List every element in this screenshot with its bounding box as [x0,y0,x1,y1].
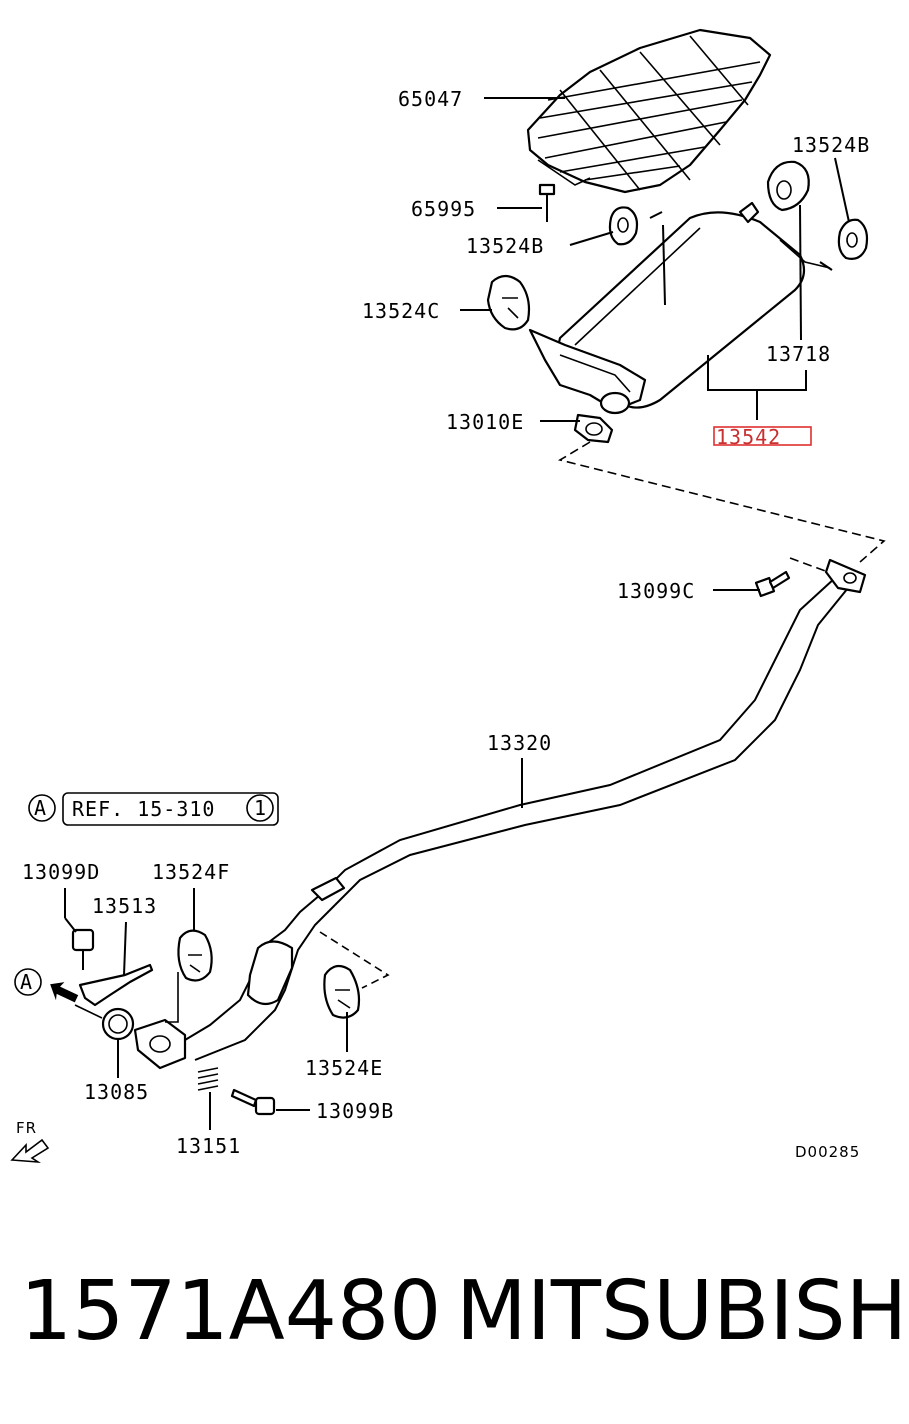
label-13513: 13513 [92,894,157,918]
bolt-65995 [538,183,556,222]
label-13718: 13718 [766,342,831,366]
label-13151: 13151 [176,1134,241,1158]
ring-13085 [101,1007,135,1041]
bolt-13099C [754,570,791,598]
spring-13151 [197,1067,219,1091]
hanger-13524B-right [837,218,869,260]
drawing-id: D00285 [795,1143,860,1161]
direction-label: FR [16,1119,37,1137]
arrow-marker-label: A [20,970,33,994]
bolt-13099D [71,928,95,970]
hanger-13524B-mid [608,206,639,246]
exhaust-parts-diagram: 65047 65995 13542 13718 13524B [10,28,886,1164]
label-13085: 13085 [84,1080,149,1104]
hanger-13524F [177,929,213,982]
direction-arrow-a: A [14,968,79,1003]
label-13099D: 13099D [22,860,100,884]
label-13320: 13320 [487,731,552,755]
front-direction-indicator: FR [10,1119,50,1164]
label-13524E: 13524E [305,1056,383,1080]
reference-callout: A REF. 15-310 1 [28,792,279,826]
hanger-13524B-top [766,160,810,212]
brand-name: MITSUBISHI [456,1264,909,1359]
label-13524B-top: 13524B [792,133,870,157]
label-13524B-mid: 13524B [466,234,544,258]
bolt-13099B [230,1088,276,1116]
part-number: 1571A480 [20,1264,442,1359]
label-13010E: 13010E [446,410,524,434]
gasket-13010E [573,413,614,444]
heat-shield-65047 [526,28,772,194]
product-footer: 1571A480 MITSUBISHI [20,1262,909,1382]
label-65995: 65995 [411,197,476,221]
bracket-13513 [78,963,154,1007]
label-13099B: 13099B [316,1099,394,1123]
ref-circle-num: 1 [254,796,267,820]
highlight-13542 [713,426,812,446]
hanger-13524C [486,274,531,331]
ref-text: REF. 15-310 [72,797,215,821]
label-13099C: 13099C [617,579,695,603]
label-13524F: 13524F [152,860,230,884]
label-13524C: 13524C [362,299,440,323]
muffler-13542 [528,201,833,415]
hanger-13524E [323,964,361,1019]
ref-marker: A [34,796,47,820]
label-13542: 13542 [716,425,781,449]
label-65047: 65047 [398,87,463,111]
front-pipe-13320 [133,558,867,1070]
